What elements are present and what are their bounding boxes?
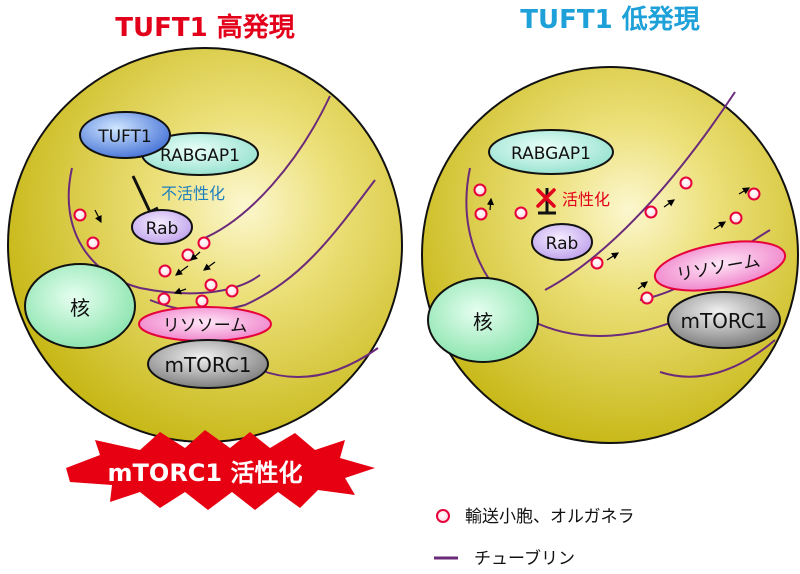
left-cell: 核 リソソーム mTORC1 RABGAP1 <box>7 47 403 443</box>
vesicle <box>195 294 209 308</box>
left-mtorc1 <box>147 339 269 389</box>
vesicle <box>157 292 171 306</box>
transport-arrow <box>713 221 727 230</box>
vesicle <box>204 278 218 292</box>
vesicle <box>747 187 761 201</box>
vesicle <box>473 183 487 197</box>
transport-arrow <box>738 187 751 195</box>
right-rab-label: Rab <box>546 234 579 254</box>
burst-text: mTORC1 活性化 <box>108 459 303 487</box>
left-rabgap1-label: RABGAP1 <box>160 146 240 166</box>
transport-arrow <box>637 281 648 290</box>
vesicle <box>225 284 239 298</box>
transport-arrow <box>486 197 495 211</box>
transport-arrow <box>94 209 102 224</box>
vesicle <box>73 208 87 222</box>
right-arrows <box>486 187 751 290</box>
transport-arrow <box>203 261 216 271</box>
right-mtorc1 <box>667 291 781 349</box>
left-tuft1 <box>79 111 171 159</box>
transport-arrow <box>173 287 187 295</box>
vesicle <box>644 205 658 219</box>
right-rab <box>531 223 593 261</box>
vesicle <box>679 176 693 190</box>
transport-arrow <box>175 265 189 276</box>
cross-icon <box>536 188 556 208</box>
left-nucleus-label: 核 <box>70 296 90 320</box>
left-nucleus <box>24 263 136 349</box>
right-rabgap1 <box>488 129 614 175</box>
legend-tubulin-label: チューブリン <box>474 548 575 569</box>
left-tuft1-label: TUFT1 <box>97 127 152 147</box>
right-rabgap1-label: RABGAP1 <box>511 144 591 164</box>
left-panel-title: TUFT1 高発現 <box>115 12 295 43</box>
vesicle <box>474 207 488 221</box>
right-cell: 核 RABGAP1 活性化 Rab <box>421 66 799 444</box>
vesicle <box>86 236 100 250</box>
tubulin-line <box>659 339 776 378</box>
vesicle <box>197 236 211 250</box>
mtorc1-activation-burst: mTORC1 活性化 <box>66 430 375 510</box>
right-lysosome <box>653 240 787 292</box>
vesicle <box>590 256 604 270</box>
right-panel-title: TUFT1 低発現 <box>520 5 700 35</box>
legend-vesicle-label: 輸送小胞、オルガネラ <box>465 507 635 527</box>
left-inhibition-line <box>131 175 152 213</box>
legend-vesicle-icon <box>436 509 450 523</box>
right-nucleus-label: 核 <box>473 310 493 334</box>
transport-arrow <box>663 199 675 208</box>
right-lysosome-group: リソソーム <box>653 240 787 292</box>
tubulin-line <box>259 347 379 378</box>
vesicle <box>514 206 528 220</box>
left-inactivation-label: 不活性化 <box>161 184 225 203</box>
transport-arrow <box>190 251 201 261</box>
legend: 輸送小胞、オルガネラ チューブリン <box>434 507 635 569</box>
left-rab-label: Rab <box>146 219 179 239</box>
right-mtorc1-label: mTORC1 <box>680 309 767 333</box>
vesicle <box>158 264 172 278</box>
tubulin-line <box>199 95 331 241</box>
right-nucleus <box>427 277 539 363</box>
transport-arrow <box>606 252 620 261</box>
tubulin-line <box>544 91 736 291</box>
left-lysosome-label: リソソーム <box>163 316 248 336</box>
vesicle <box>640 291 654 305</box>
left-vesicles <box>73 208 239 308</box>
right-vesicles <box>473 176 761 305</box>
left-arrows <box>94 209 216 295</box>
right-activation-label: 活性化 <box>562 190 610 209</box>
burst-shape <box>66 430 375 510</box>
left-rab <box>131 209 193 245</box>
vesicle <box>729 211 743 225</box>
left-mtorc1-label: mTORC1 <box>164 353 251 377</box>
